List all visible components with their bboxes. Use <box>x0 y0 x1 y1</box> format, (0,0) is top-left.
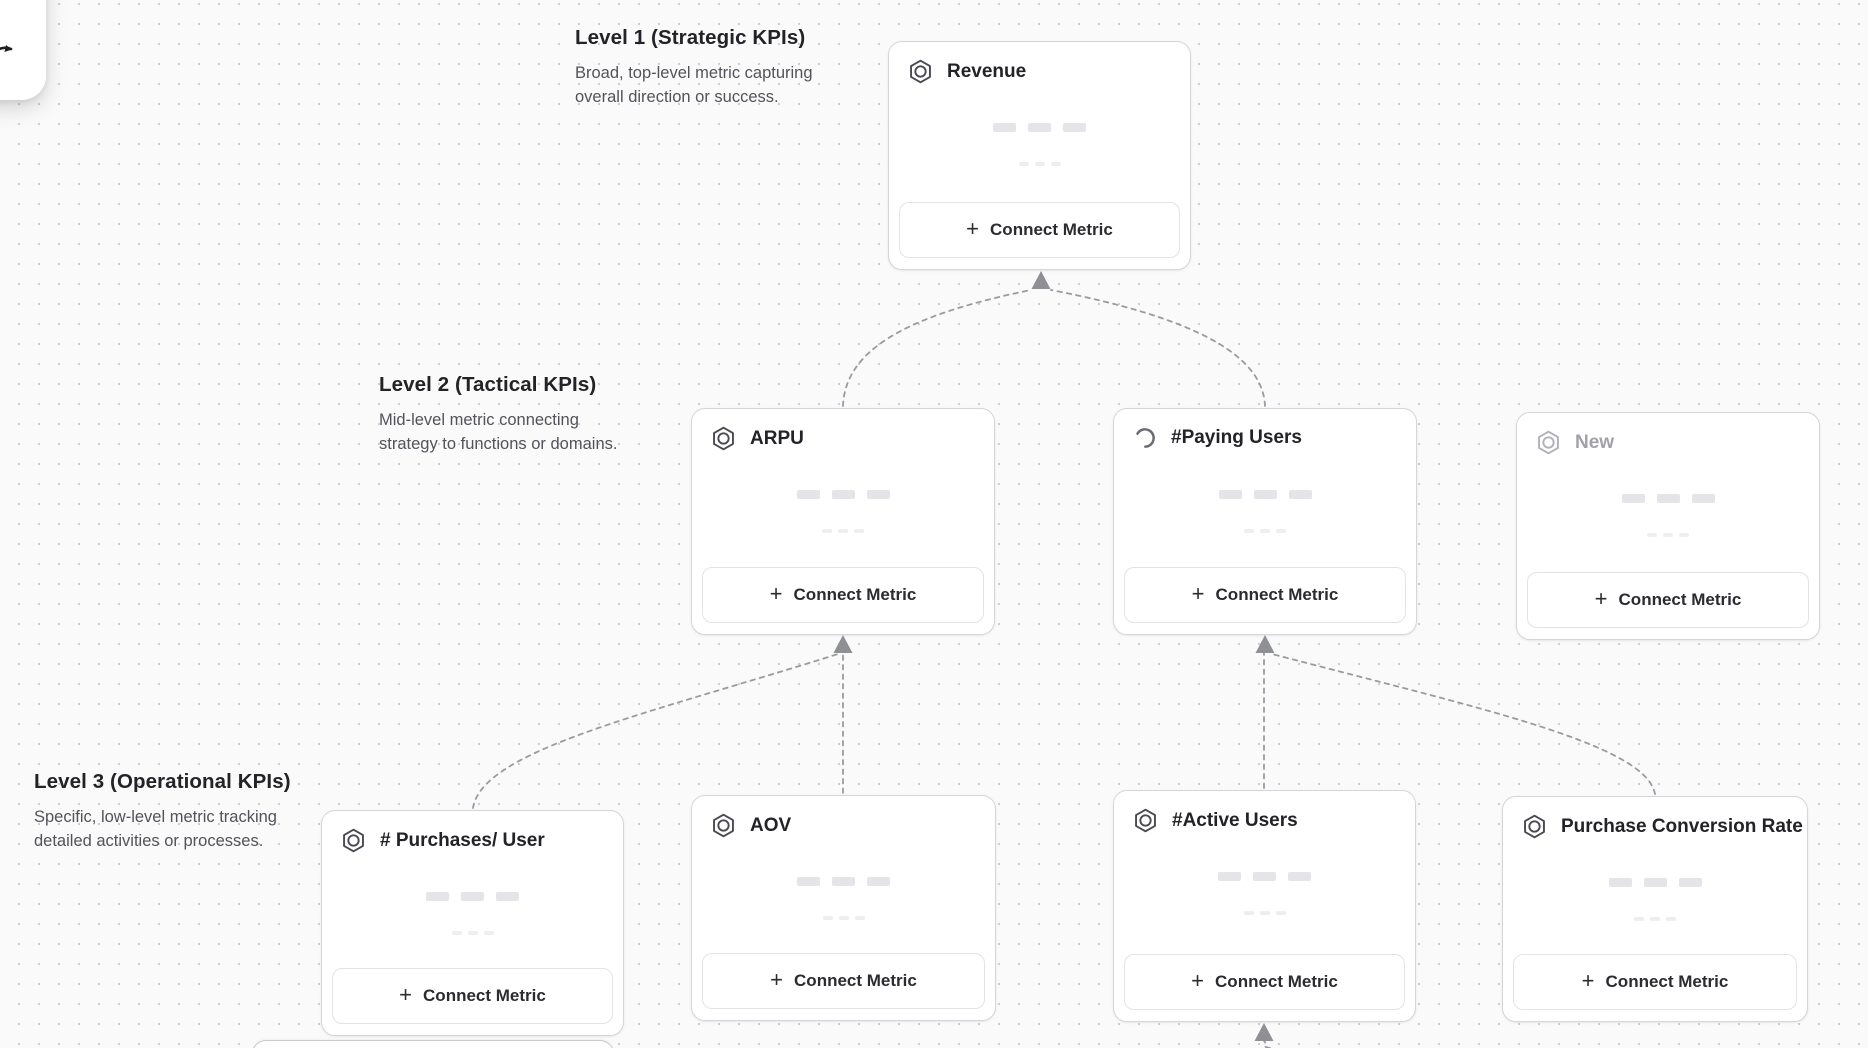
metric-card-title: #Paying Users <box>1171 427 1302 448</box>
metric-card-purchase-conversion-rate[interactable]: Purchase Conversion Rate + Connect Metri… <box>1502 796 1808 1022</box>
level-3-description: Specific, low-level metric tracking deta… <box>34 808 277 850</box>
level-1-description: Broad, top-level metric capturing overal… <box>575 64 813 106</box>
card-header: # Purchases/ User <box>340 827 609 854</box>
metric-card-title: Purchase Conversion Rate <box>1561 815 1803 837</box>
level-2-annotation: Level 2 (Tactical KPIs) Mid-level metric… <box>379 373 649 456</box>
metric-skeleton-placeholder <box>889 123 1190 166</box>
connect-metric-button[interactable]: + Connect Metric <box>899 202 1180 258</box>
metric-card-title: New <box>1575 431 1615 453</box>
plus-icon: + <box>1594 586 1608 611</box>
level-1-annotation: Level 1 (Strategic KPIs) Broad, top-leve… <box>575 26 845 109</box>
level-3-title: Level 3 (Operational KPIs) <box>34 770 291 793</box>
card-header: Purchase Conversion Rate <box>1521 813 1803 840</box>
metric-card-purchases-per-user[interactable]: # Purchases/ User + Connect Metric <box>321 810 624 1036</box>
metric-skeleton-placeholder <box>1517 494 1819 537</box>
level-1-title: Level 1 (Strategic KPIs) <box>575 26 806 49</box>
metric-card-partial-bottom[interactable] <box>252 1040 614 1048</box>
metric-card-title: # Purchases/ User <box>380 829 545 851</box>
connect-metric-button[interactable]: + Connect Metric <box>702 953 985 1009</box>
arrowhead-active <box>1254 1023 1274 1041</box>
card-header: ARPU <box>710 425 980 452</box>
hexagon-target-icon <box>343 828 364 853</box>
metric-skeleton-placeholder <box>1114 490 1416 533</box>
metric-card-new[interactable]: New + Connect Metric <box>1516 412 1820 640</box>
metric-card-title: AOV <box>750 814 792 836</box>
connect-metric-button[interactable]: + Connect Metric <box>332 968 613 1024</box>
metric-card-title: ARPU <box>750 427 804 449</box>
plus-icon: + <box>1191 581 1205 606</box>
hexagon-target-icon <box>1135 808 1156 833</box>
plus-icon: + <box>770 967 784 992</box>
plus-icon: + <box>1191 968 1205 993</box>
metric-card-title: #Active Users <box>1172 809 1298 831</box>
connect-metric-label: Connect Metric <box>1605 972 1729 991</box>
hexagon-target-icon <box>1538 430 1559 455</box>
arrowhead-paying <box>1255 635 1275 653</box>
arrowhead-revenue <box>1031 271 1051 289</box>
connect-metric-button[interactable]: + Connect Metric <box>1124 954 1405 1010</box>
connect-metric-button[interactable]: + Connect Metric <box>702 567 984 623</box>
metric-skeleton-placeholder <box>322 892 623 935</box>
connect-metric-button[interactable]: + Connect Metric <box>1513 954 1797 1010</box>
plus-icon: + <box>966 216 980 241</box>
connect-metric-button[interactable]: + Connect Metric <box>1527 572 1809 628</box>
hexagon-target-icon <box>910 59 931 84</box>
edge-arpu-to-revenue <box>842 289 1032 407</box>
connect-metric-label: Connect Metric <box>1618 590 1742 609</box>
edge-paying-to-revenue <box>1050 289 1266 407</box>
metric-skeleton-placeholder <box>1114 872 1415 915</box>
plus-icon: + <box>399 982 413 1007</box>
metric-skeleton-placeholder <box>1503 878 1807 921</box>
metric-skeleton-placeholder <box>692 490 994 533</box>
metric-card-aov[interactable]: AOV + Connect Metric <box>691 795 996 1021</box>
level-2-description: Mid-level metric connecting strategy to … <box>379 411 618 453</box>
card-header: #Active Users <box>1132 807 1401 834</box>
cursor-arrow-icon <box>0 45 13 52</box>
plus-icon: + <box>1581 968 1595 993</box>
level-2-title: Level 2 (Tactical KPIs) <box>379 373 597 396</box>
metric-card-arpu[interactable]: ARPU + Connect Metric <box>691 408 995 635</box>
connect-metric-button[interactable]: + Connect Metric <box>1124 567 1406 623</box>
card-header: AOV <box>710 812 981 839</box>
card-header: #Paying Users <box>1132 425 1402 451</box>
hexagon-target-icon <box>713 813 734 838</box>
metric-card-paying-users[interactable]: #Paying Users + Connect Metric <box>1113 408 1417 635</box>
edge-pcr-to-paying <box>1271 653 1656 795</box>
card-header: New <box>1535 429 1805 456</box>
arrowhead-arpu <box>833 635 853 653</box>
hexagon-target-icon <box>713 426 734 451</box>
card-header: Revenue <box>907 58 1176 85</box>
connect-metric-label: Connect Metric <box>423 986 546 1005</box>
connect-metric-label: Connect Metric <box>794 971 917 990</box>
connect-metric-label: Connect Metric <box>990 220 1113 239</box>
level-3-annotation: Level 3 (Operational KPIs) Specific, low… <box>34 770 304 853</box>
metric-card-title: Revenue <box>947 60 1027 82</box>
plus-icon: + <box>769 581 783 606</box>
edge-below-active <box>1263 1040 1271 1048</box>
metric-card-revenue[interactable]: Revenue + Connect Metric <box>888 41 1191 270</box>
spinner-icon <box>1135 428 1155 448</box>
connect-metric-label: Connect Metric <box>1215 585 1339 604</box>
metric-card-active-users[interactable]: #Active Users + Connect Metric <box>1113 790 1416 1022</box>
connect-metric-label: Connect Metric <box>1215 972 1338 991</box>
hexagon-target-icon <box>1524 814 1545 839</box>
edge-purchases-to-arpu <box>472 653 839 809</box>
metric-skeleton-placeholder <box>692 877 995 920</box>
connect-metric-label: Connect Metric <box>793 585 917 604</box>
